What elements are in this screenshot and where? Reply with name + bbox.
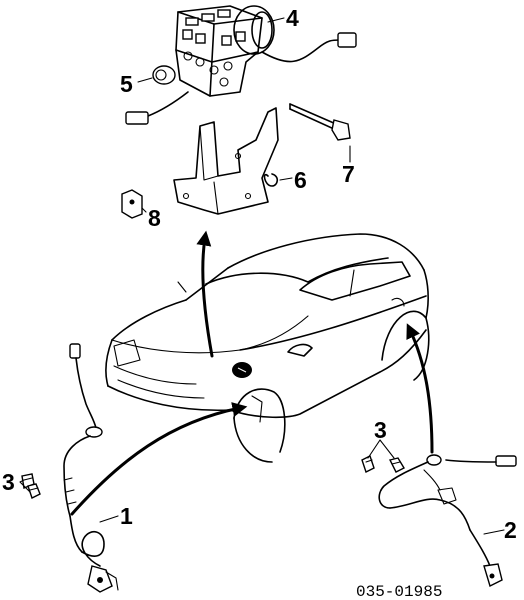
callout-4: 4 [286, 5, 299, 31]
leader-lines [19, 17, 505, 535]
sensor-clip-right [361, 455, 405, 473]
front-wheel-speed-sensor [63, 343, 119, 593]
diagram-part-code: 035-01985 [356, 583, 442, 600]
rear-wheel-speed-sensor [378, 454, 517, 587]
callout-8: 8 [148, 205, 161, 231]
callout-3-left: 3 [2, 469, 15, 495]
abs-actuator-unit [125, 5, 357, 125]
location-arrows [70, 230, 434, 516]
sensor-clip-left [21, 473, 41, 499]
callout-2: 2 [504, 517, 517, 543]
callout-7: 7 [342, 161, 355, 187]
callout-5: 5 [120, 71, 133, 97]
cable-tie-part [289, 103, 351, 141]
callout-3-right: 3 [374, 417, 387, 443]
car-body [105, 233, 430, 463]
bracket-clip [263, 173, 279, 187]
grommet-part [152, 65, 176, 85]
callout-6: 6 [294, 167, 307, 193]
callout-1: 1 [120, 503, 133, 529]
actuator-bracket [173, 107, 279, 215]
bracket-nut-part [121, 189, 143, 219]
